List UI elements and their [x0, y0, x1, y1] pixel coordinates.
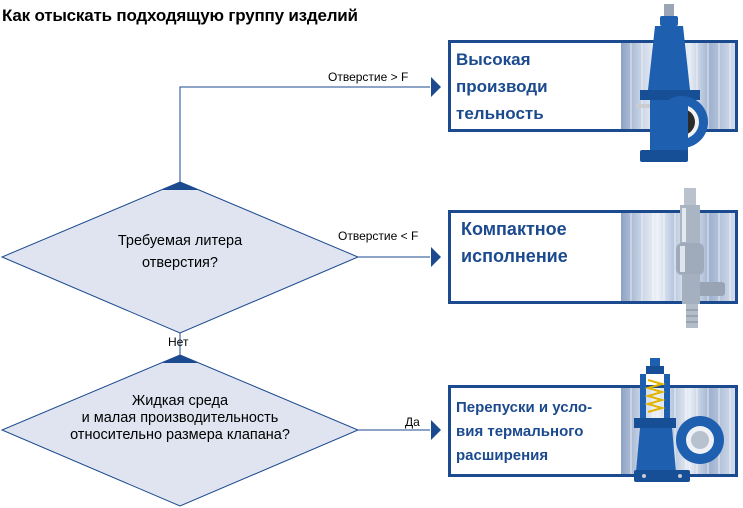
product-title: Перепуски и усло- вия термального расшир…	[456, 399, 593, 464]
edge-label-no: Нет	[168, 335, 189, 349]
question-line: и малая производительность	[81, 410, 279, 426]
product-card-high-capacity[interactable]: Высокая производи тельность	[448, 40, 738, 132]
question-line: Жидкая среда	[131, 393, 229, 409]
question-line: Требуемая литера	[117, 233, 243, 249]
connector-greater	[179, 86, 430, 182]
edge-label-less: Отверстие < F	[338, 229, 419, 243]
diamond-top-marker	[162, 182, 198, 190]
diamond-top-marker	[162, 355, 198, 363]
product-photo-background	[621, 43, 735, 129]
arrow-head	[431, 247, 441, 267]
product-photo-background	[621, 388, 735, 474]
question-aperture: Требуемая литера отверстия?	[60, 230, 300, 274]
product-card-bypass[interactable]: Перепуски и усло- вия термального расшир…	[448, 385, 738, 477]
edge-label-yes: Да	[405, 415, 420, 429]
edge-label-greater: Отверстие > F	[328, 70, 409, 84]
arrow-head	[431, 77, 441, 97]
question-line: относительно размера клапана?	[70, 427, 290, 443]
product-photo-background	[621, 213, 735, 301]
arrow-head	[431, 420, 441, 440]
product-title: Высокая производи тельность	[456, 50, 548, 123]
question-liquid: Жидкая среда и малая производительность …	[20, 393, 340, 444]
question-line: отверстия?	[142, 255, 218, 271]
product-title: Компактное исполнение	[461, 219, 568, 266]
product-card-compact[interactable]: Компактное исполнение	[448, 210, 738, 304]
page-title: Как отыскать подходящую группу изделий	[2, 6, 358, 25]
decision-diamond-liquid	[0, 354, 360, 507]
